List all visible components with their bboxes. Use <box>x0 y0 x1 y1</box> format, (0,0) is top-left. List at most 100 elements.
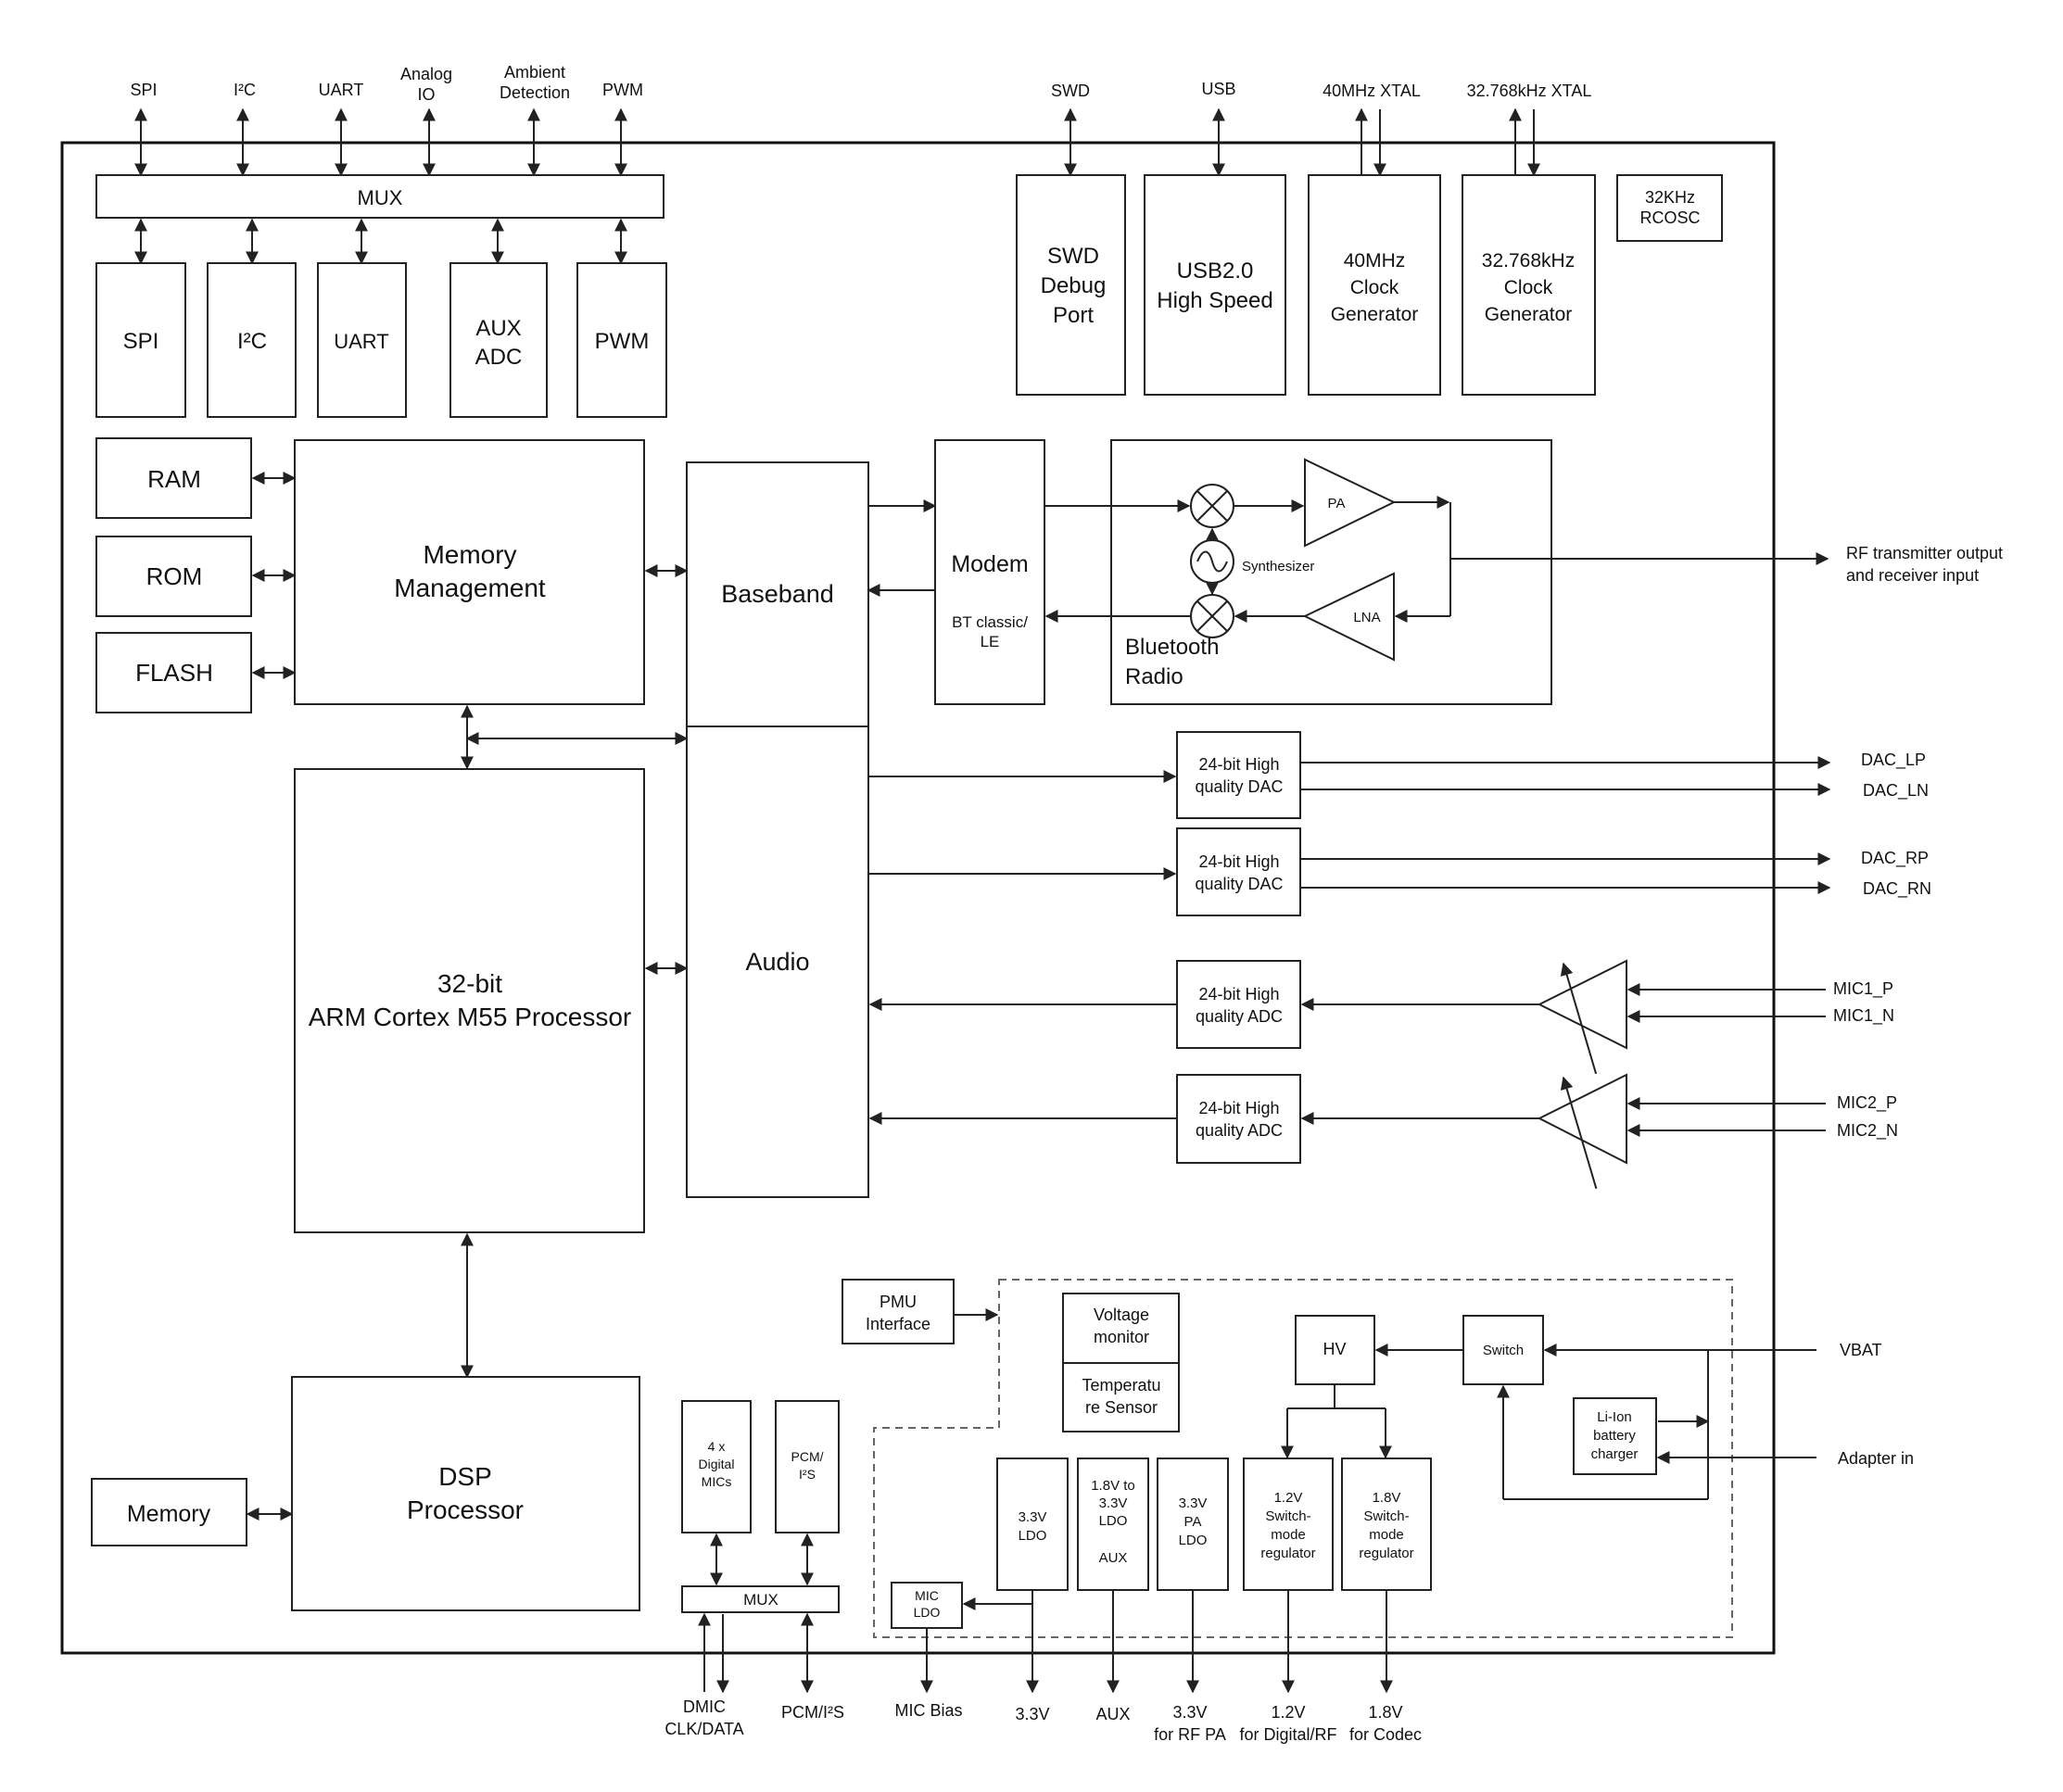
modem-sublabel: BT classic/LE <box>952 613 1028 650</box>
ldo-pa-block <box>1157 1458 1229 1591</box>
switch-block <box>1462 1315 1544 1385</box>
baseband-label: Baseband <box>721 580 834 608</box>
spi-block <box>95 262 186 418</box>
temperature-sensor-block <box>1062 1362 1180 1432</box>
pin-label-spi: SPI <box>130 81 157 99</box>
mic2-pga <box>1537 1073 1627 1190</box>
aux-adc-block <box>449 262 548 418</box>
li-ion-charger-block <box>1573 1397 1657 1475</box>
pin-label-dac-rn: DAC_RN <box>1863 879 1931 899</box>
pin-label-pcm-i2s: PCM/I²S <box>781 1703 844 1722</box>
adc-mic2-block <box>1176 1074 1301 1164</box>
tx-mixer <box>1190 484 1234 528</box>
ram-block <box>95 437 252 519</box>
pa-label: PA <box>1328 496 1346 511</box>
ldo-3v3-block <box>996 1458 1069 1591</box>
mic1-pga <box>1537 959 1627 1075</box>
swd-debug-port-block <box>1016 174 1126 396</box>
top-right-pin-lines <box>1064 107 1540 177</box>
pin-label-adapter-in: Adapter in <box>1838 1449 1914 1468</box>
pin-label-40mhz-xtal: 40MHz XTAL <box>1323 82 1421 100</box>
memory-label: Memory <box>127 1501 211 1527</box>
i2c-block <box>207 262 297 418</box>
cpu-block <box>294 768 645 1233</box>
baseband-modem-links <box>867 499 937 597</box>
pmu-interface-block <box>842 1279 955 1344</box>
mux-peripheral-links <box>134 218 627 265</box>
spi-label: SPI <box>123 329 159 354</box>
power-path-links <box>1281 1344 1816 1500</box>
uart-block <box>317 262 407 418</box>
pin-label-mic1-p: MIC1_P <box>1833 979 1893 999</box>
memory-block <box>91 1478 247 1546</box>
dac-left-block <box>1176 731 1301 819</box>
pin-label-vbat: VBAT <box>1840 1341 1882 1359</box>
pin-label-dac-lp: DAC_LP <box>1861 751 1926 770</box>
bottom-pin-lines <box>698 1590 1393 1694</box>
pin-label-usb: USB <box>1201 80 1235 98</box>
flash-block <box>95 632 252 713</box>
mux-bottom-box <box>681 1585 840 1613</box>
rx-mixer <box>1190 594 1234 638</box>
pin-label-aux: AUX <box>1095 1705 1130 1723</box>
digital-mics-block <box>681 1400 752 1533</box>
audio-label: Audio <box>745 948 809 976</box>
pa-amplifier <box>1304 458 1397 548</box>
voltage-monitor-block <box>1062 1293 1180 1364</box>
flash-label: FLASH <box>135 659 213 687</box>
pin-label-32khz-xtal: 32.768kHz XTAL <box>1467 82 1592 100</box>
adc-links <box>868 983 1826 1137</box>
pmu-domain-outline <box>873 1279 1733 1638</box>
pin-label-dac-ln: DAC_LN <box>1863 781 1929 801</box>
dac-right-block <box>1176 827 1301 916</box>
hv-label: HV <box>1323 1340 1346 1358</box>
pwm-label: PWM <box>595 329 650 354</box>
pin-label-mic2-n: MIC2_N <box>1837 1121 1898 1141</box>
memory-links <box>251 472 297 679</box>
lna-label: LNA <box>1353 610 1380 625</box>
usb-block <box>1144 174 1286 396</box>
pwm-block <box>576 262 667 418</box>
synthesizer-label: Synthesizer <box>1242 559 1314 574</box>
adc-mic1-block <box>1176 960 1301 1049</box>
mux-top-box <box>95 174 664 219</box>
top-left-pin-lines <box>134 107 627 177</box>
mux-bottom-label: MUX <box>743 1591 778 1609</box>
modem-label: Modem <box>951 551 1028 577</box>
clock-32khz-block <box>1462 174 1596 396</box>
memory-management-block <box>294 439 645 705</box>
regulator-1v8-block <box>1341 1458 1432 1591</box>
chip-boundary <box>60 141 1776 1655</box>
pin-label-uart: UART <box>319 81 364 99</box>
lna-amplifier <box>1302 572 1395 662</box>
pin-label-dac-rp: DAC_RP <box>1861 849 1929 868</box>
audio-block <box>686 726 869 1198</box>
mux-top-label: MUX <box>358 186 403 209</box>
ldo-aux-block <box>1077 1458 1149 1591</box>
